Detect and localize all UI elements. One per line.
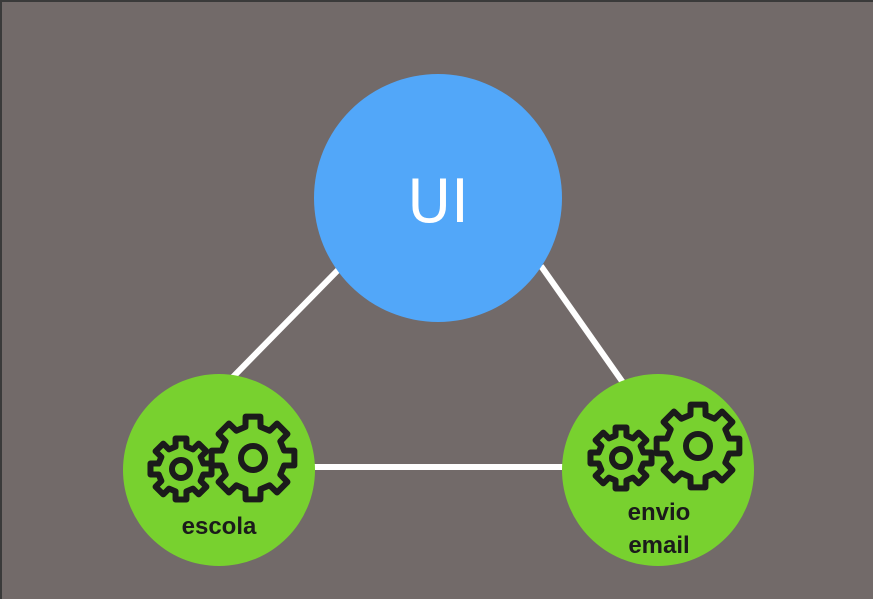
connector-ui-escola — [229, 265, 343, 381]
gears-icon — [587, 401, 743, 492]
envio-email-label: envio email — [579, 496, 739, 562]
escola-label-text: escola — [181, 513, 257, 540]
escola-node[interactable] — [123, 374, 315, 566]
envio-label-line1: envio — [627, 499, 691, 526]
escola-label: escola — [139, 510, 299, 543]
envio-email-node[interactable] — [562, 374, 754, 566]
ui-node[interactable] — [314, 74, 562, 322]
envio-label-line2: email — [628, 532, 690, 559]
gears-icon — [147, 413, 298, 503]
ui-label: UI — [407, 167, 469, 237]
connector-ui-envio — [538, 264, 627, 386]
